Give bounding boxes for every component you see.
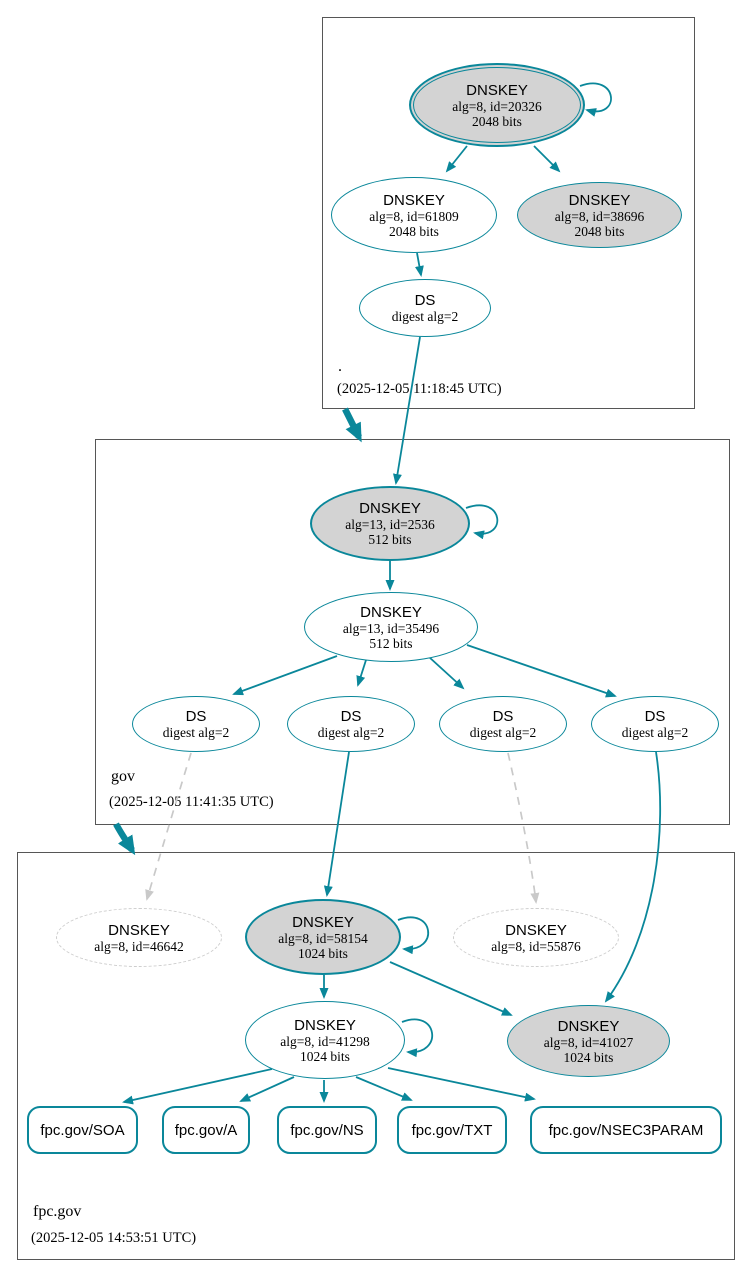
node-attr: alg=8, id=41298 bbox=[280, 1033, 370, 1049]
rrset-label: fpc.gov/TXT bbox=[411, 1121, 493, 1139]
node-attr: alg=13, id=35496 bbox=[342, 620, 440, 636]
dnskey-node-55876-missing[interactable]: DNSKEY alg=8, id=55876 bbox=[453, 908, 619, 967]
node-attr: digest alg=2 bbox=[317, 725, 385, 740]
dnskey-node-41027[interactable]: DNSKEY alg=8, id=41027 1024 bits bbox=[507, 1005, 670, 1077]
node-title: DNSKEY bbox=[360, 603, 422, 621]
zone-label-fpc-gov: fpc.gov bbox=[33, 1203, 82, 1220]
zone-box-gov bbox=[95, 439, 730, 825]
rrset-node-nsec3param[interactable]: fpc.gov/NSEC3PARAM bbox=[530, 1106, 722, 1154]
node-title: DNSKEY bbox=[466, 81, 528, 99]
node-attr: alg=8, id=55876 bbox=[491, 938, 581, 954]
zone-box-fpc-gov bbox=[17, 852, 735, 1260]
node-attr: alg=8, id=46642 bbox=[94, 938, 184, 954]
dnskey-node-38696[interactable]: DNSKEY alg=8, id=38696 2048 bits bbox=[517, 182, 682, 248]
node-attr: alg=8, id=58154 bbox=[278, 930, 368, 946]
zone-label-gov: gov bbox=[111, 768, 135, 785]
rrset-label: fpc.gov/A bbox=[174, 1121, 238, 1139]
dnskey-node-58154[interactable]: DNSKEY alg=8, id=58154 1024 bits bbox=[245, 899, 401, 975]
node-title: DNSKEY bbox=[505, 921, 567, 939]
rrset-label: fpc.gov/SOA bbox=[40, 1121, 125, 1139]
zone-box-root bbox=[322, 17, 695, 409]
node-attr: 2048 bits bbox=[389, 223, 439, 239]
node-attr: 1024 bits bbox=[298, 945, 348, 961]
rrset-label: fpc.gov/NSEC3PARAM bbox=[548, 1121, 704, 1139]
node-attr: digest alg=2 bbox=[621, 725, 689, 740]
node-attr: alg=13, id=2536 bbox=[345, 517, 435, 532]
node-title: DNSKEY bbox=[108, 921, 170, 939]
node-title: DS bbox=[492, 708, 514, 725]
node-attr: 1024 bits bbox=[563, 1049, 614, 1065]
node-attr: 1024 bits bbox=[300, 1048, 350, 1064]
node-title: DNSKEY bbox=[294, 1016, 356, 1034]
node-attr: digest alg=2 bbox=[391, 309, 459, 324]
zone-timestamp-fpc-gov: (2025-12-05 14:53:51 UTC) bbox=[31, 1230, 197, 1246]
ds-node-gov-3[interactable]: DS digest alg=2 bbox=[439, 696, 567, 752]
dnskey-node-35496[interactable]: DNSKEY alg=13, id=35496 512 bits bbox=[304, 592, 478, 662]
node-title: DS bbox=[185, 708, 207, 725]
zone-timestamp-root: (2025-12-05 11:18:45 UTC) bbox=[337, 381, 502, 397]
dnskey-node-61809[interactable]: DNSKEY alg=8, id=61809 2048 bits bbox=[331, 177, 497, 253]
node-title: DNSKEY bbox=[383, 191, 445, 209]
node-attr: alg=8, id=41027 bbox=[543, 1034, 634, 1050]
node-attr: alg=8, id=20326 bbox=[452, 98, 542, 114]
ds-node-gov-2[interactable]: DS digest alg=2 bbox=[287, 696, 415, 752]
node-title: DS bbox=[644, 708, 666, 725]
ds-node-root[interactable]: DS digest alg=2 bbox=[359, 279, 491, 337]
dnskey-node-41298[interactable]: DNSKEY alg=8, id=41298 1024 bits bbox=[245, 1001, 405, 1079]
dnskey-node-46642-missing[interactable]: DNSKEY alg=8, id=46642 bbox=[56, 908, 222, 967]
zone-timestamp-gov: (2025-12-05 11:41:35 UTC) bbox=[109, 794, 274, 810]
node-title: DS bbox=[340, 708, 362, 725]
node-title: DNSKEY bbox=[568, 191, 631, 209]
dnskey-node-20326[interactable]: DNSKEY alg=8, id=20326 2048 bits bbox=[409, 63, 585, 147]
node-attr: alg=8, id=61809 bbox=[369, 208, 459, 224]
node-title: DNSKEY bbox=[292, 913, 354, 931]
node-attr: 2048 bits bbox=[472, 113, 522, 129]
zone-label-root: . bbox=[338, 358, 342, 375]
ds-node-gov-4[interactable]: DS digest alg=2 bbox=[591, 696, 719, 752]
ds-node-gov-1[interactable]: DS digest alg=2 bbox=[132, 696, 260, 752]
rrset-label: fpc.gov/NS bbox=[290, 1121, 364, 1139]
rrset-node-ns[interactable]: fpc.gov/NS bbox=[277, 1106, 377, 1154]
node-title: DS bbox=[414, 292, 436, 309]
node-attr: 512 bits bbox=[368, 532, 412, 547]
rrset-node-soa[interactable]: fpc.gov/SOA bbox=[27, 1106, 138, 1154]
node-attr: 512 bits bbox=[369, 635, 413, 651]
rrset-node-a[interactable]: fpc.gov/A bbox=[162, 1106, 250, 1154]
node-attr: digest alg=2 bbox=[162, 725, 230, 740]
node-attr: alg=8, id=38696 bbox=[554, 208, 645, 224]
node-title: DNSKEY bbox=[359, 500, 421, 517]
node-attr: digest alg=2 bbox=[469, 725, 537, 740]
node-title: DNSKEY bbox=[557, 1017, 620, 1035]
rrset-node-txt[interactable]: fpc.gov/TXT bbox=[397, 1106, 507, 1154]
dnskey-node-2536[interactable]: DNSKEY alg=13, id=2536 512 bits bbox=[310, 486, 470, 561]
node-attr: 2048 bits bbox=[574, 223, 625, 239]
